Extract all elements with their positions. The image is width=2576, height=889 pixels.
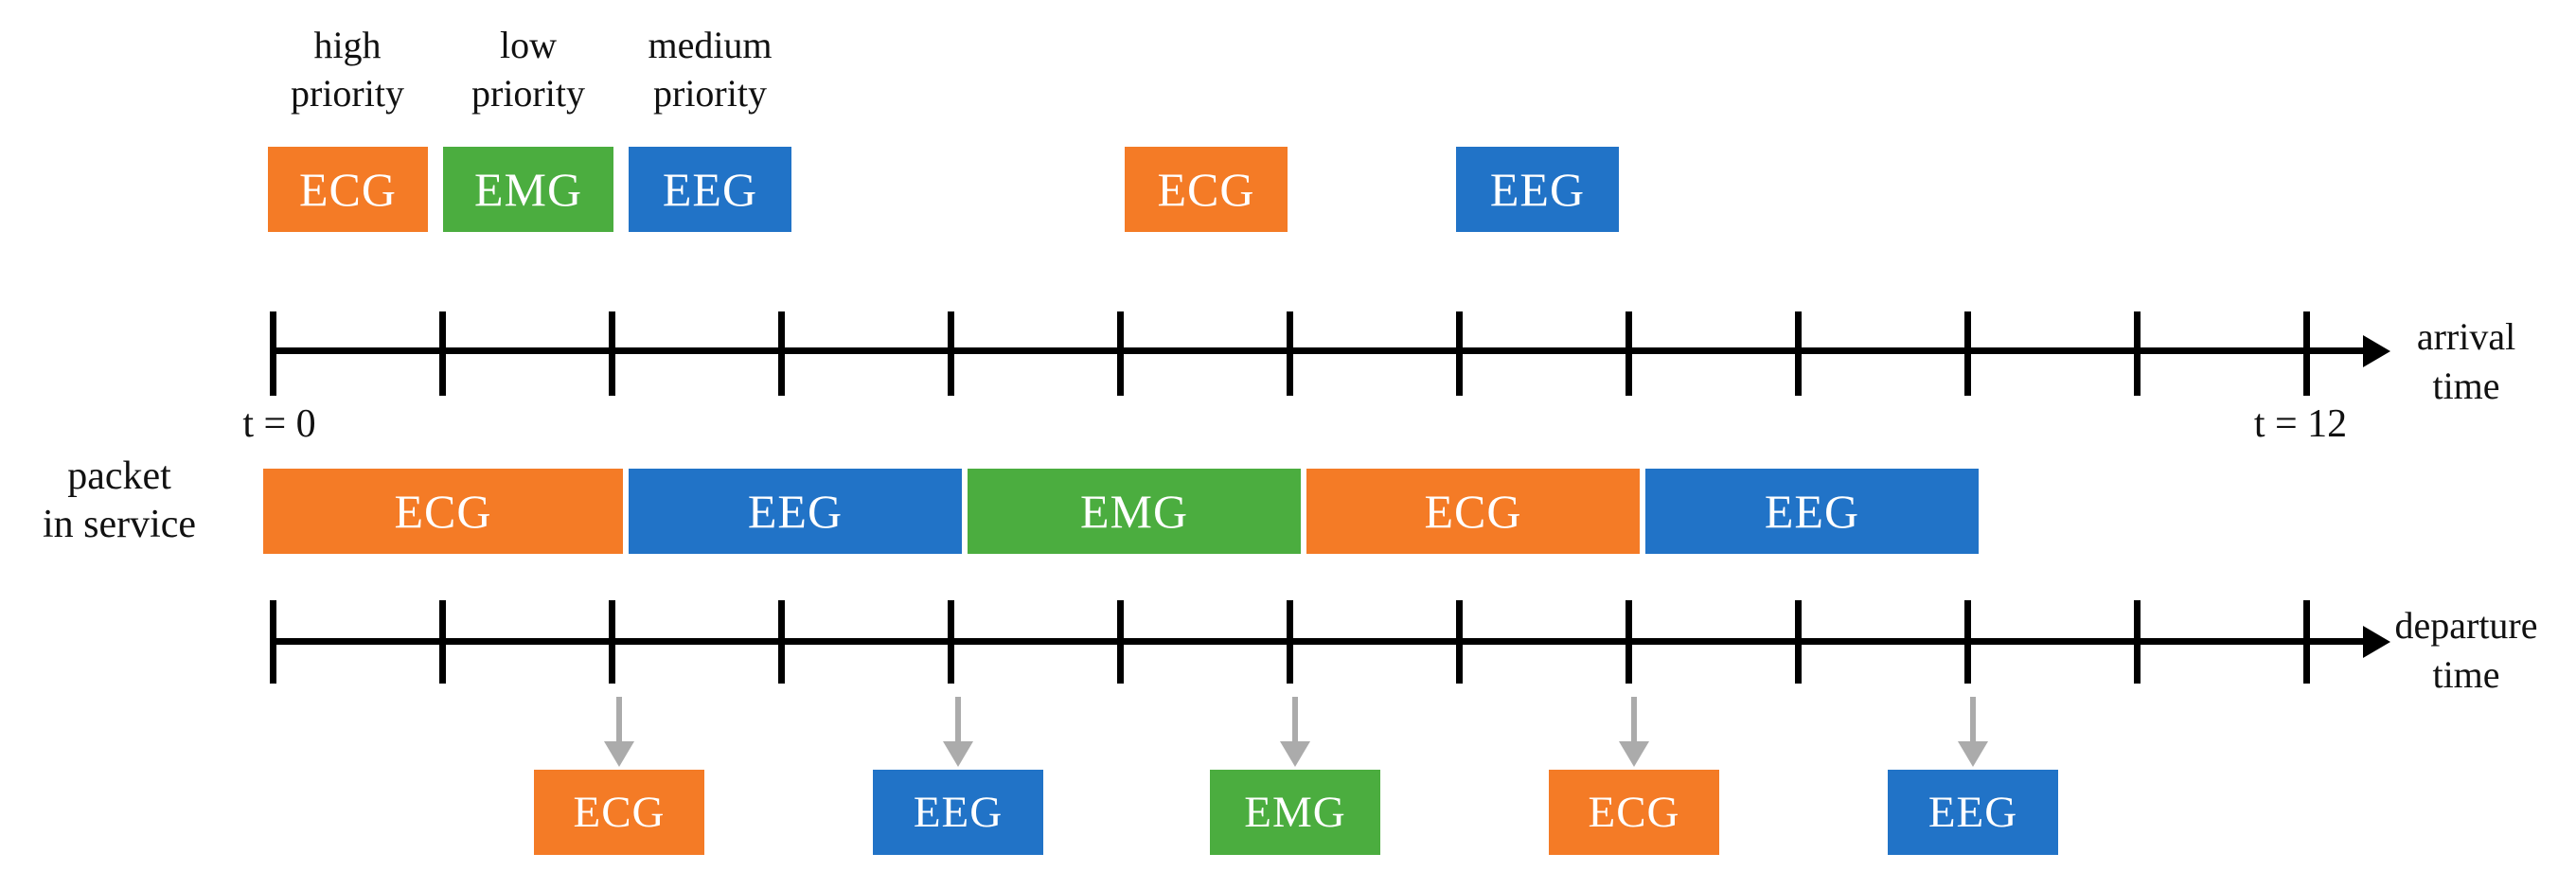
arrival-axis-title-line2: time <box>2432 364 2500 407</box>
departure-axis-title-line1: departure <box>2394 604 2538 647</box>
axis-tick <box>1287 311 1293 396</box>
axis-tick <box>2303 311 2310 396</box>
departure-axis-title: departure time <box>2357 601 2575 700</box>
axis-tick <box>1626 311 1632 396</box>
service-block-eeg-2: EEG <box>1645 469 1979 554</box>
arrival-packet-ecg: ECG <box>268 147 428 232</box>
axis-tick <box>609 600 615 684</box>
departure-arrow-icon <box>1631 697 1637 744</box>
departure-arrowhead-icon <box>1619 741 1649 767</box>
axis-tick <box>270 600 276 684</box>
medium-priority-label: medium priority <box>606 21 814 117</box>
departure-arrowhead-icon <box>1958 741 1988 767</box>
axis-tick <box>1964 600 1971 684</box>
axis-tick <box>1795 311 1802 396</box>
departure-arrow-icon <box>1292 697 1298 744</box>
high-priority-label-line2: priority <box>291 72 404 116</box>
axis-tick <box>1795 600 1802 684</box>
axis-tick <box>2303 600 2310 684</box>
high-priority-label: high priority <box>243 21 452 117</box>
arrival-axis-title: arrival time <box>2372 312 2561 411</box>
departure-arrow-icon <box>1970 697 1976 744</box>
axis-tick <box>439 311 446 396</box>
arrival-axis-title-line1: arrival <box>2416 315 2516 358</box>
departure-axis-title-line2: time <box>2432 653 2500 696</box>
service-block-ecg-2: ECG <box>1306 469 1640 554</box>
axis-tick <box>270 311 276 396</box>
axis-tick <box>1117 311 1124 396</box>
arrival-axis-arrowhead-icon <box>2363 335 2390 367</box>
axis-tick <box>1456 311 1463 396</box>
axis-tick <box>948 600 954 684</box>
t0-label: t = 0 <box>242 402 316 446</box>
axis-tick <box>1626 600 1632 684</box>
axis-tick <box>1287 600 1293 684</box>
service-block-eeg-1: EEG <box>629 469 962 554</box>
t12-label: t = 12 <box>2253 402 2348 446</box>
packet-in-service-label: packet in service <box>15 453 223 549</box>
axis-tick <box>1456 600 1463 684</box>
departed-packet-ecg-2: ECG <box>1549 770 1719 855</box>
axis-tick <box>948 311 954 396</box>
axis-tick <box>778 600 785 684</box>
departure-arrowhead-icon <box>943 741 973 767</box>
late-arrival-packet-eeg: EEG <box>1456 147 1619 232</box>
axis-tick <box>2134 311 2141 396</box>
departed-packet-eeg-1: EEG <box>873 770 1043 855</box>
axis-tick <box>439 600 446 684</box>
departed-packet-emg: EMG <box>1210 770 1380 855</box>
departure-arrowhead-icon <box>604 741 634 767</box>
arrival-axis-line <box>270 347 2363 354</box>
packet-in-service-label-line2: in service <box>42 503 197 547</box>
departure-axis-arrowhead-icon <box>2363 626 2390 658</box>
departure-arrow-icon <box>616 697 622 744</box>
axis-tick <box>609 311 615 396</box>
departure-arrowhead-icon <box>1280 741 1310 767</box>
arrival-packet-emg: EMG <box>443 147 613 232</box>
late-arrival-packet-ecg: ECG <box>1125 147 1288 232</box>
service-block-emg: EMG <box>968 469 1301 554</box>
low-priority-label-line1: low <box>500 24 557 66</box>
low-priority-label-line2: priority <box>471 72 585 116</box>
axis-tick <box>1964 311 1971 396</box>
medium-priority-label-line2: priority <box>653 72 767 116</box>
low-priority-label: low priority <box>424 21 632 117</box>
departure-axis-line <box>270 638 2363 645</box>
packet-in-service-label-line1: packet <box>67 454 171 498</box>
service-block-ecg-1: ECG <box>263 469 623 554</box>
axis-tick <box>778 311 785 396</box>
medium-priority-label-line1: medium <box>648 24 773 66</box>
arrival-packet-eeg: EEG <box>629 147 791 232</box>
axis-tick <box>2134 600 2141 684</box>
departed-packet-ecg-1: ECG <box>534 770 704 855</box>
departed-packet-eeg-2: EEG <box>1888 770 2058 855</box>
axis-tick <box>1117 600 1124 684</box>
departure-arrow-icon <box>955 697 961 744</box>
high-priority-label-line1: high <box>313 24 382 66</box>
